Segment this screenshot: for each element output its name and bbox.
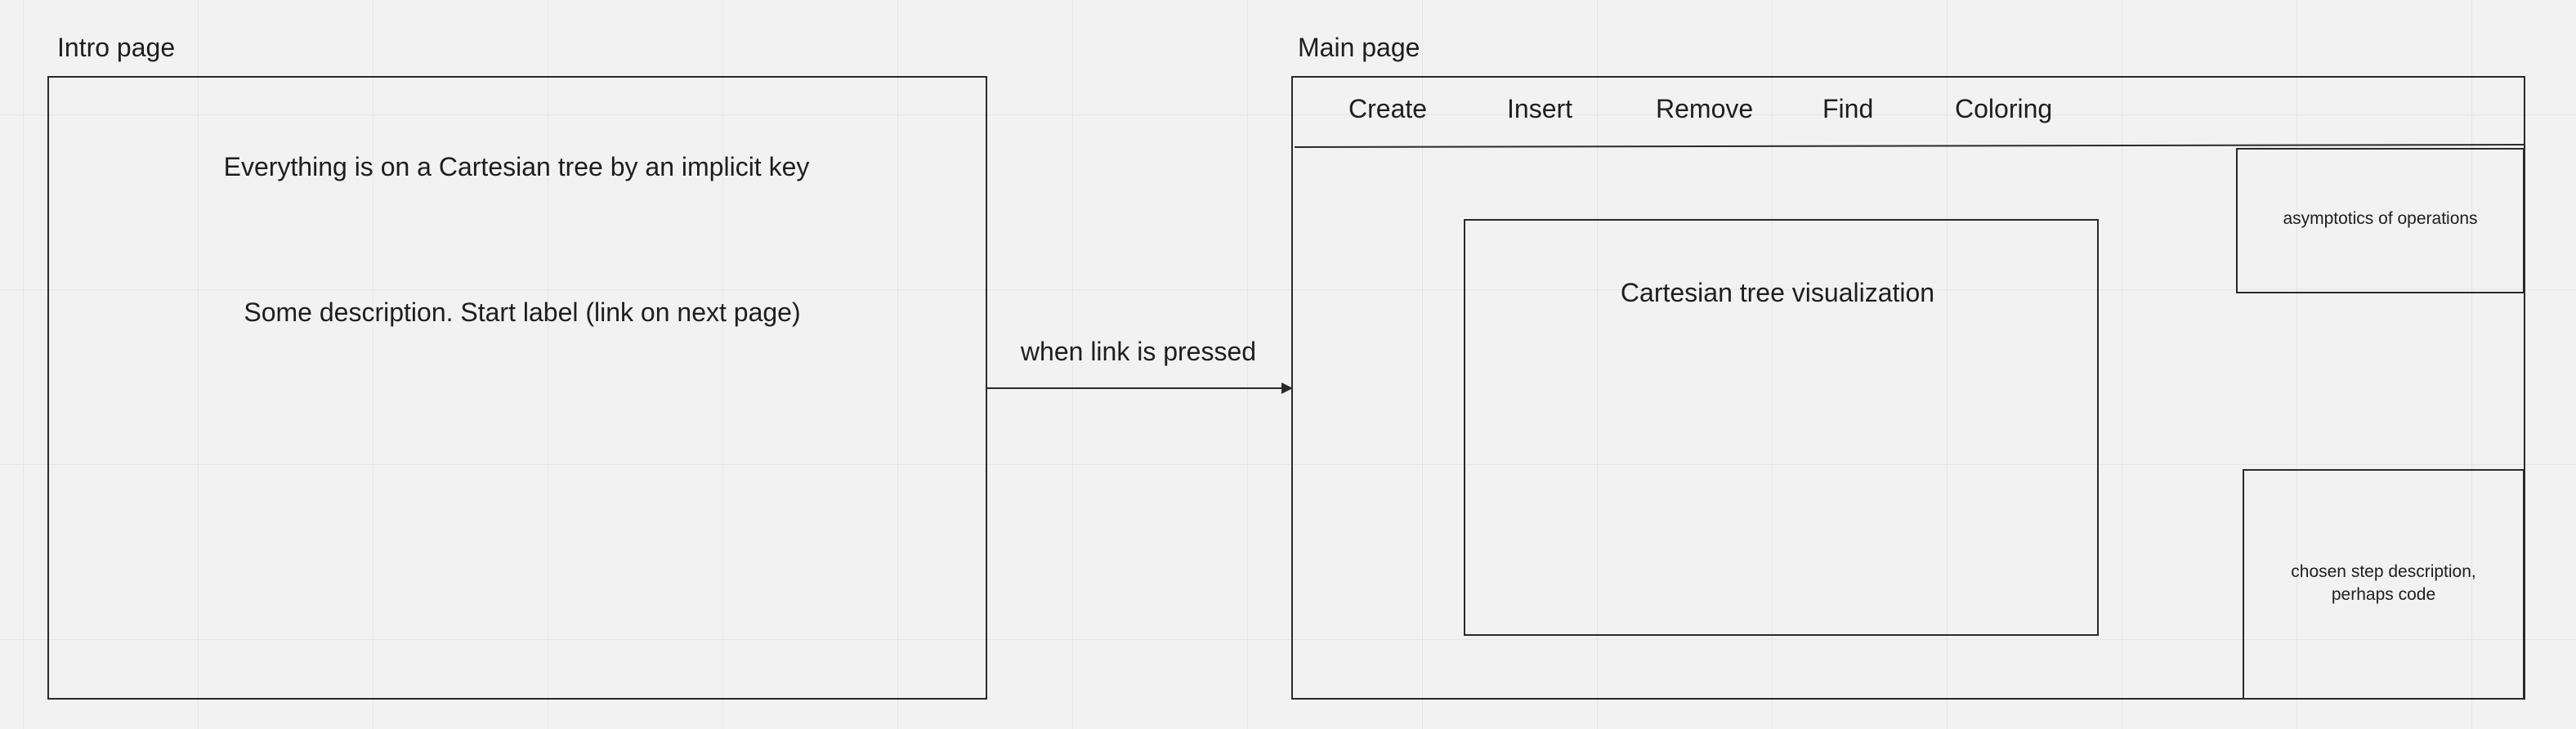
- menu-item-insert[interactable]: Insert: [1507, 94, 1573, 123]
- intro-page-frame: [47, 76, 987, 700]
- menu-item-create[interactable]: Create: [1348, 94, 1428, 123]
- step-description-label: chosen step description, perhaps code: [2291, 562, 2476, 604]
- asymptotics-label: asymptotics of operations: [2283, 209, 2478, 228]
- asymptotics-panel: [2236, 148, 2525, 293]
- connector-label: when link is pressed: [1020, 337, 1257, 366]
- main-page-title: Main page: [1298, 33, 1420, 62]
- menu-item-coloring[interactable]: Coloring: [1955, 94, 2053, 123]
- intro-page-heading: Everything is on a Cartesian tree by an …: [223, 152, 810, 181]
- tree-visualization-area: [1464, 219, 2099, 636]
- menu-item-find[interactable]: Find: [1822, 94, 1874, 123]
- tree-visualization-label: Cartesian tree visualization: [1620, 278, 1935, 307]
- main-page-frame: [1291, 76, 2525, 700]
- intro-page-description: Some description. Start label (link on n…: [244, 297, 801, 327]
- step-description-panel: [2243, 469, 2525, 700]
- menu-item-remove[interactable]: Remove: [1656, 94, 1754, 123]
- intro-page-title: Intro page: [57, 33, 176, 62]
